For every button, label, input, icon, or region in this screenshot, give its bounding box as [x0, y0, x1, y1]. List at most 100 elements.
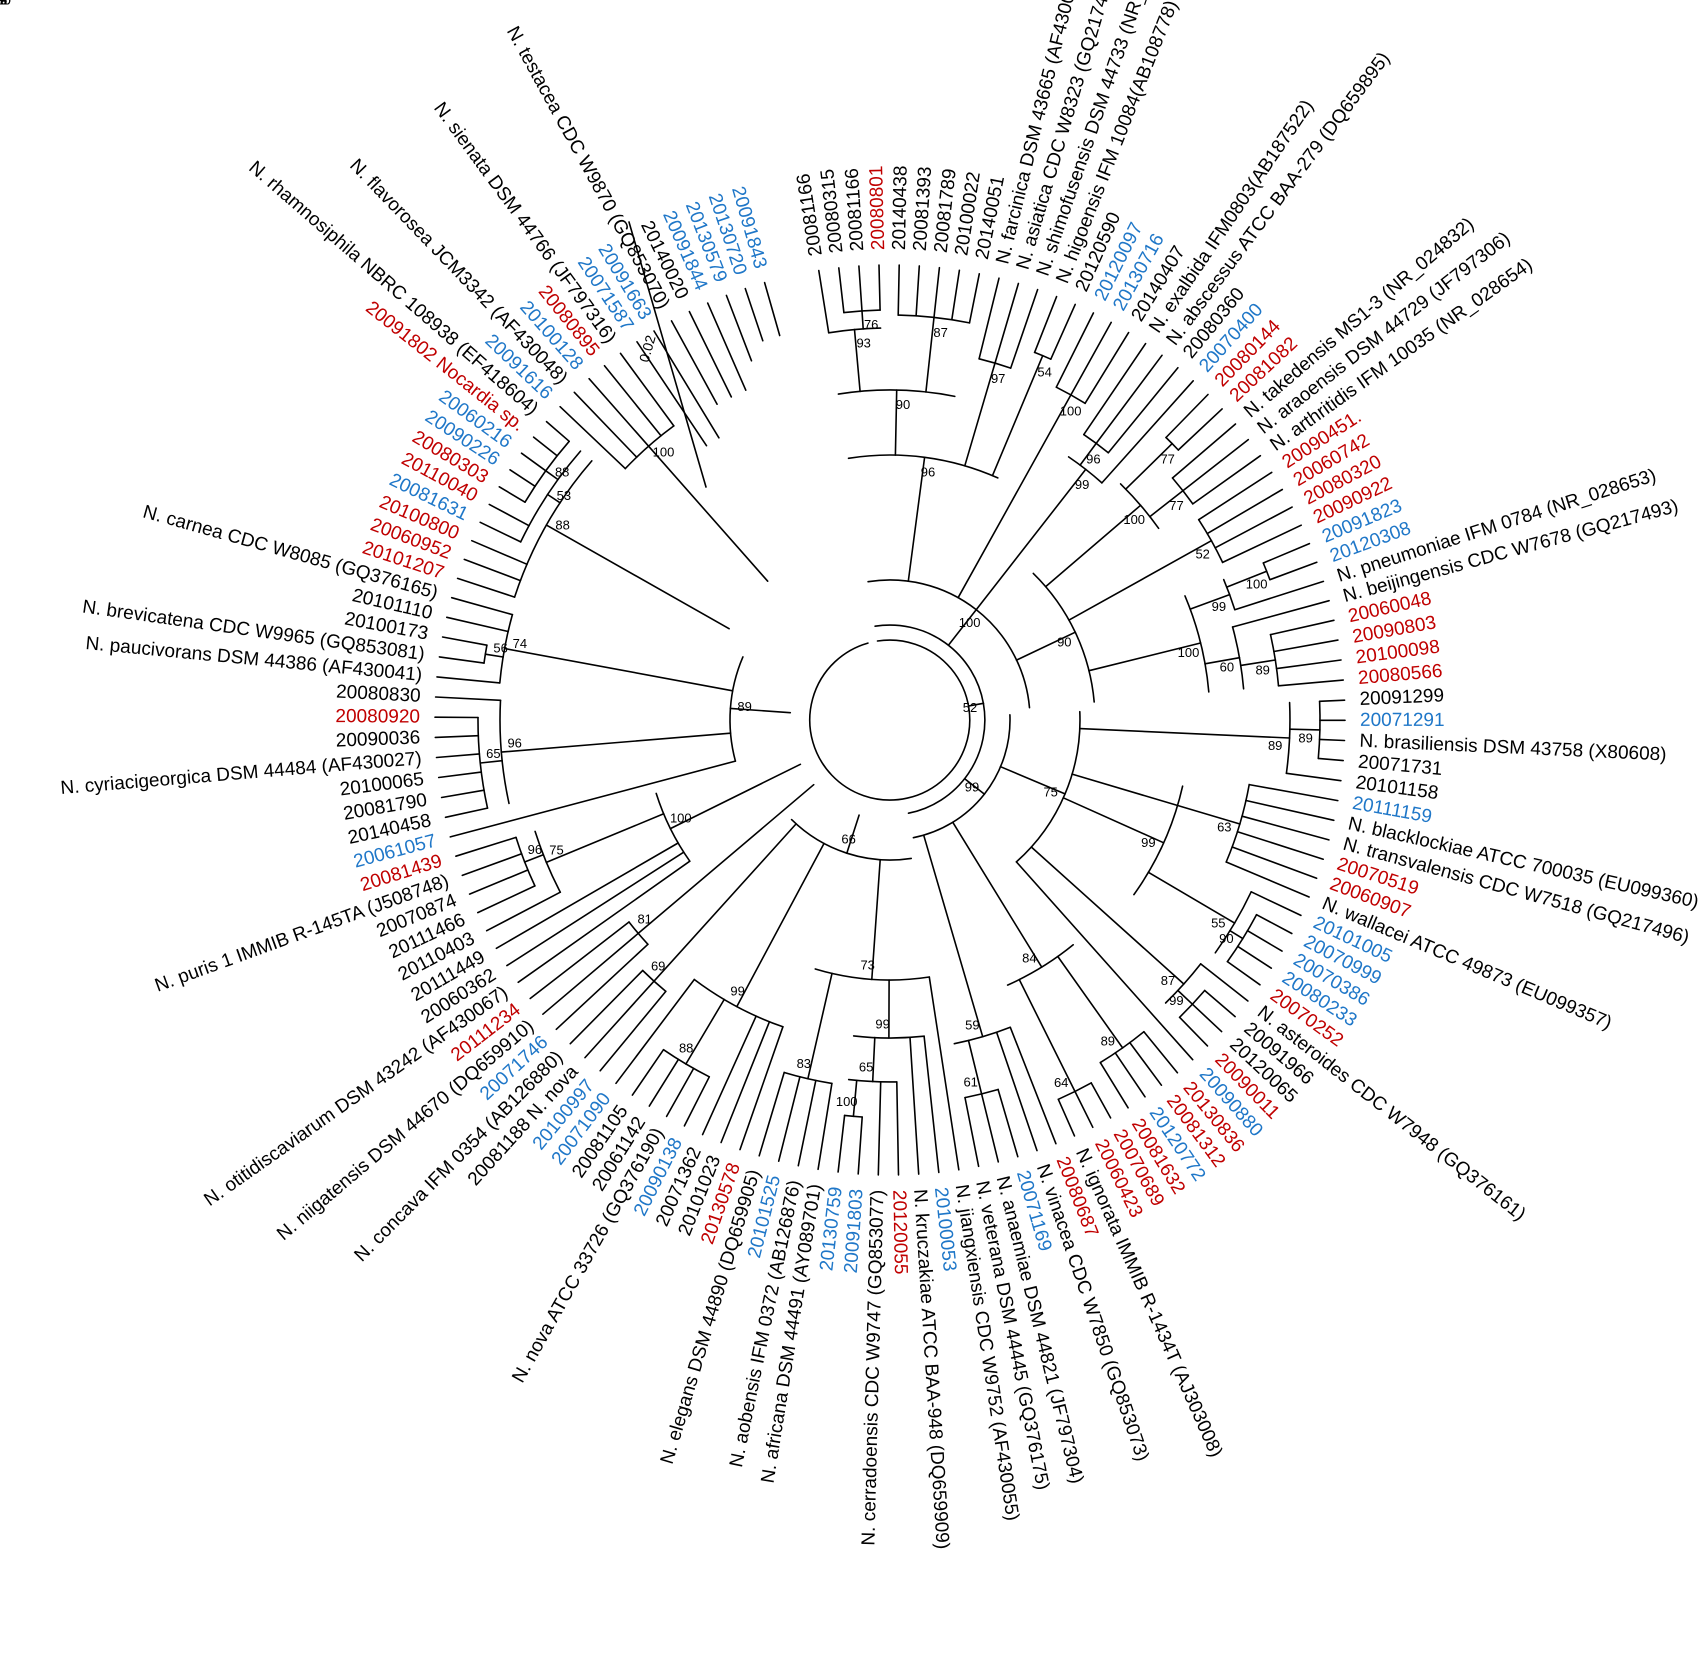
clade-branch: [1204, 656, 1241, 665]
clade-branch: [729, 707, 792, 714]
leaf-branch: [1191, 1003, 1223, 1033]
bootstrap-value: 99: [1141, 835, 1155, 850]
bootstrap-value: 52: [1195, 547, 1209, 562]
leaf-branch: [1070, 321, 1112, 396]
bootstrap-value: 89: [1255, 663, 1269, 678]
leaf-branch: [897, 264, 901, 316]
clade-branch: [669, 763, 802, 830]
bootstrap-value: 63: [1217, 820, 1231, 835]
leaf-branch: [436, 676, 501, 684]
clade-branch: [852, 1079, 858, 1118]
leaf-branch: [1236, 830, 1324, 861]
leaf-label: 20090036: [335, 727, 420, 751]
clade-branch: [999, 765, 1066, 795]
bootstrap-value: 93: [856, 335, 870, 350]
leaf-branch: [455, 836, 517, 858]
bootstrap-value: 77: [1160, 452, 1174, 467]
bootstrap-value: 96: [507, 736, 521, 751]
leaf-label: 20080920: [335, 706, 420, 728]
leaf-branch: [1129, 1041, 1163, 1086]
clade-branch: [685, 998, 726, 1065]
clade-branch: [845, 814, 860, 855]
clade-branch: [1079, 442, 1097, 466]
bootstrap-value: 84: [1022, 951, 1036, 966]
bootstrap-value: 53: [557, 488, 571, 503]
leaf-branch: [450, 596, 514, 616]
leaf-branch: [968, 272, 981, 324]
leaf-label: 20080830: [336, 682, 421, 707]
bootstrap-value: 52: [963, 700, 977, 715]
leaf-branch: [599, 990, 667, 1072]
bootstrap-value: 100: [1246, 577, 1268, 592]
leaf-branch: [1234, 580, 1325, 611]
leaf-branch: [434, 734, 480, 739]
clade-branch: [907, 456, 926, 583]
leaf-branch: [1178, 1016, 1209, 1047]
leaf-branch: [445, 616, 509, 633]
root-arc: [808, 639, 971, 801]
leaf-branch: [495, 842, 679, 950]
bootstrap-value: 63: [0, 0, 7, 8]
bootstrap-value: 75: [1043, 784, 1057, 799]
leaf-branch: [837, 1114, 846, 1173]
leaf-branch: [994, 282, 1020, 364]
bootstrap-value: 89: [1101, 1034, 1115, 1049]
leaf-branch: [701, 1015, 757, 1136]
leaf-branch: [817, 269, 830, 334]
bootstrap-value: 90: [896, 397, 910, 412]
clade-branch: [870, 858, 882, 981]
leaf-branch: [463, 558, 522, 582]
clade-branch: [967, 702, 985, 707]
leaf-branch: [720, 1020, 771, 1144]
leaf-branch: [440, 789, 485, 799]
leaf-label: N. araoensis DSM 44729 (JF797306): [1254, 228, 1515, 439]
leaf-branch: [928, 976, 960, 1171]
leaf-branch: [777, 1076, 801, 1162]
leaf-branch: [1015, 861, 1194, 1061]
bootstrap-value: 66: [841, 832, 855, 847]
leaf-branch: [1057, 1098, 1076, 1137]
leaf-branch: [1165, 393, 1209, 439]
leaf-branch: [1275, 659, 1342, 670]
leaf-branch: [619, 352, 675, 427]
leaf-branch: [1009, 1026, 1057, 1145]
clade-branch: [637, 783, 815, 935]
leaf-branch: [978, 277, 1000, 360]
clade-branch: [975, 468, 1087, 611]
clade-branch: [1062, 796, 1165, 844]
bootstrap-value: 100: [1060, 403, 1082, 418]
clade-branch: [653, 823, 797, 983]
bootstrap-value: 69: [651, 959, 665, 974]
leaf-branch: [683, 1076, 711, 1127]
leaf-branch: [1277, 679, 1344, 687]
clade-branch: [479, 759, 503, 764]
leaf-branch: [509, 468, 536, 488]
leaf-branch: [1099, 1061, 1129, 1109]
leaf-branch: [441, 636, 488, 647]
leaf-branch: [1241, 815, 1330, 841]
bootstrap-value: 96: [0, 0, 7, 8]
leaf-branch: [1269, 561, 1318, 581]
leaf-branch: [670, 320, 718, 406]
bootstrap-value: 87: [1161, 973, 1175, 988]
leaf-branch: [909, 1036, 920, 1175]
bootstrap-value: 76: [864, 317, 878, 332]
clade-branch: [1189, 593, 1231, 610]
bootstrap-value: 99: [1212, 599, 1226, 614]
leaf-branch: [797, 1079, 817, 1167]
leaf-branch: [449, 760, 737, 838]
leaf-branch: [498, 485, 526, 504]
clade-branch: [1088, 642, 1202, 672]
bootstrap-value: 99: [875, 1016, 889, 1031]
leaf-branch: [1114, 1052, 1146, 1098]
leaf-branch: [1206, 488, 1284, 535]
leaf-branch: [434, 696, 502, 702]
clade-branch: [1125, 442, 1173, 490]
leaf-label: N. asteroides CDC W7948 (GQ376161): [1253, 1002, 1529, 1225]
clade-branch: [967, 1039, 983, 1095]
leaf-branch: [1245, 799, 1335, 822]
leaf-branch: [468, 869, 529, 895]
leaf-branch: [1192, 454, 1262, 505]
leaf-branch: [763, 281, 781, 337]
